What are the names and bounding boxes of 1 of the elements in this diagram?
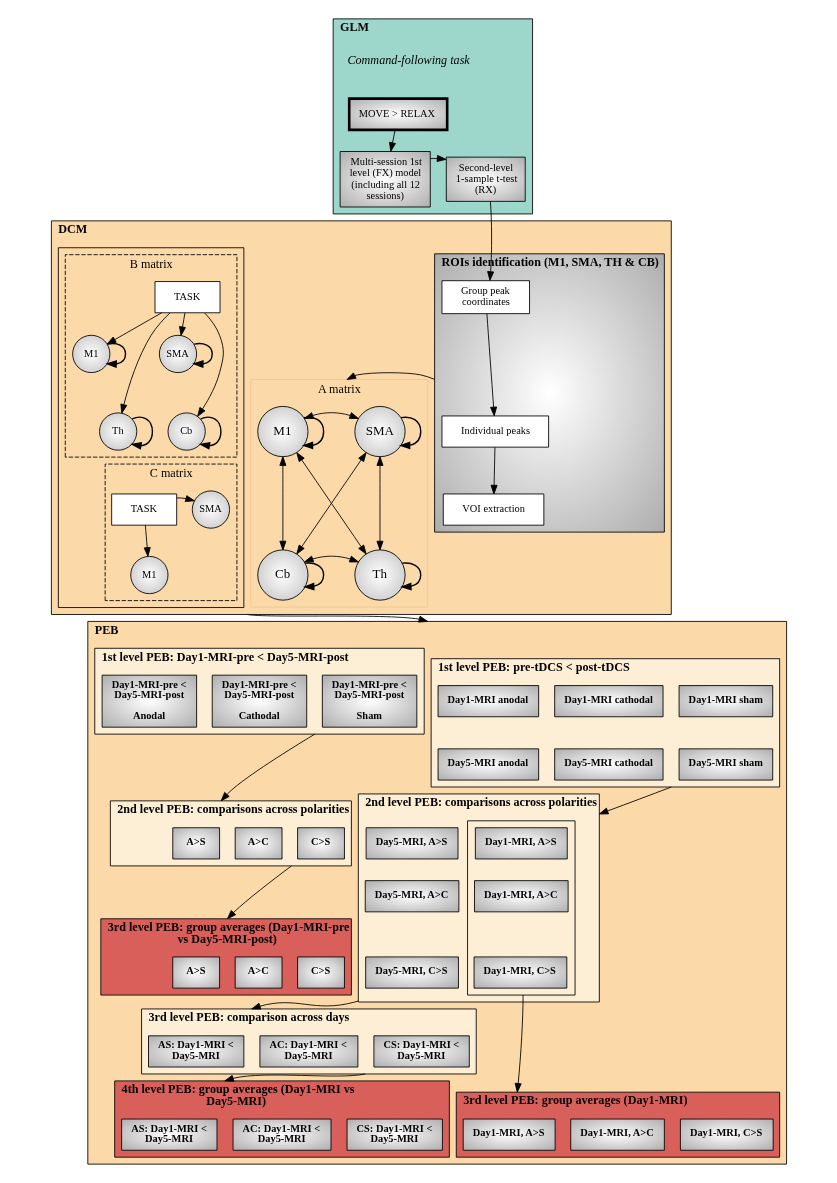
node-label: Command-following task — [346, 52, 470, 67]
